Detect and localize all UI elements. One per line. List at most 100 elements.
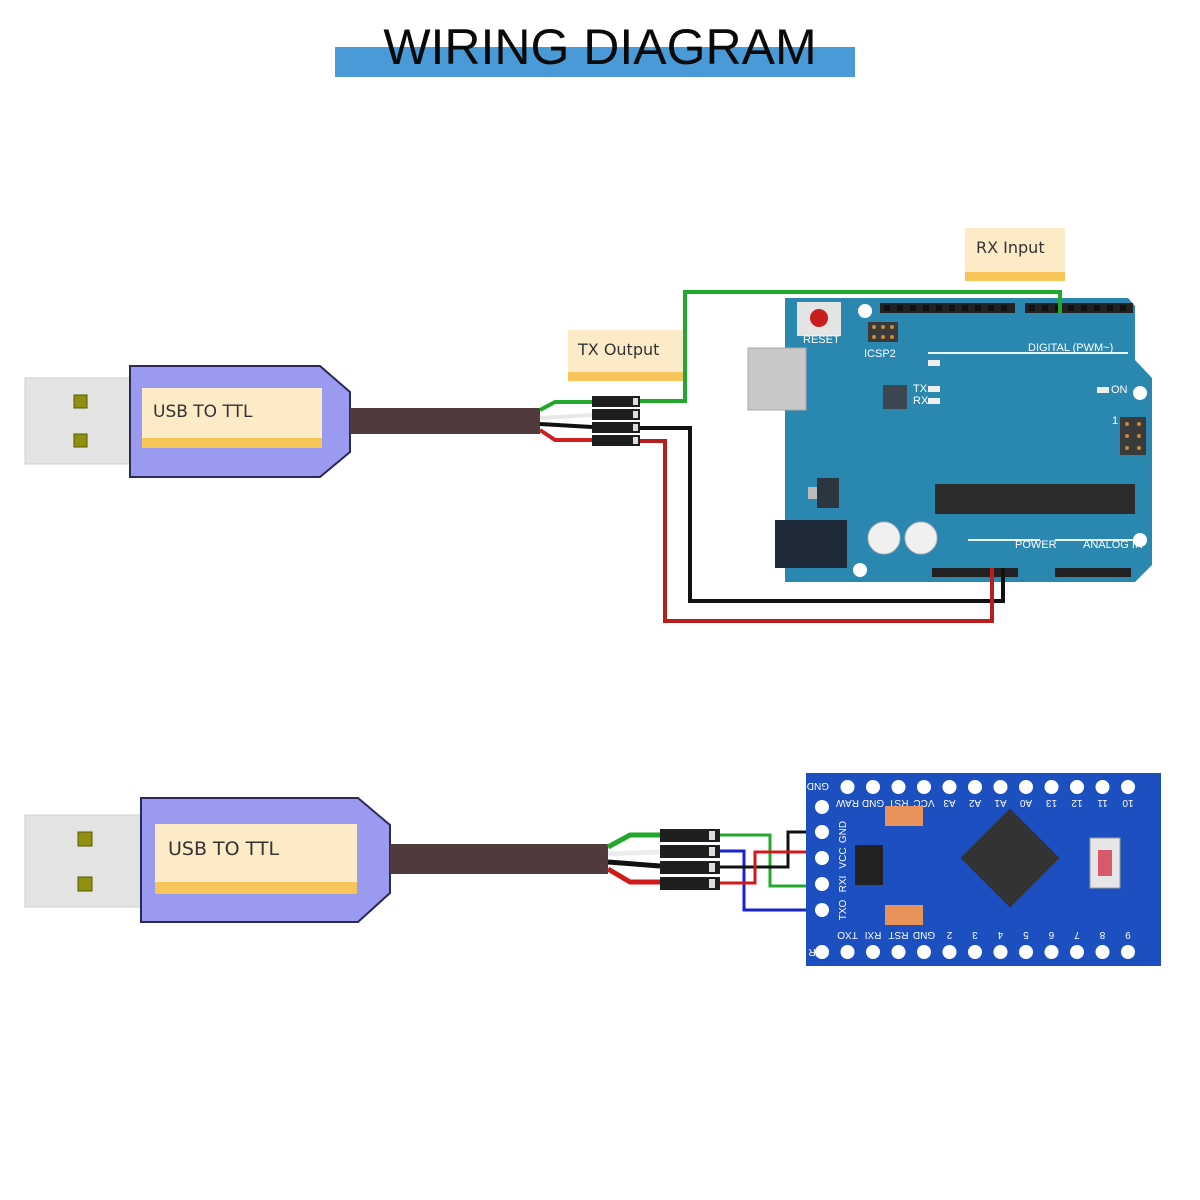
page-title: WIRING DIAGRAM	[383, 19, 817, 75]
pin-pad	[1121, 780, 1135, 794]
usb-plug-contact	[73, 433, 88, 448]
pin-pad	[942, 780, 957, 794]
pin-label: VCC	[913, 797, 934, 808]
pin-label: 3	[972, 929, 978, 940]
header-pin	[1042, 305, 1048, 311]
pin-label: 7	[1074, 929, 1080, 940]
adapter-label-stripe	[155, 882, 357, 894]
pin-pad	[815, 825, 829, 839]
capacitor	[885, 806, 923, 826]
title-underline-bar	[335, 47, 855, 77]
pin-label: GND	[862, 797, 884, 808]
callout-rx-label: RX Input	[976, 238, 1045, 257]
digital-header-right	[1025, 303, 1133, 313]
analog-header	[1055, 568, 1131, 577]
pin-pad	[1019, 945, 1033, 959]
reset-button	[810, 309, 828, 327]
usb-plug	[24, 814, 146, 908]
pin-label: 2	[946, 929, 952, 940]
header-pin	[897, 305, 903, 311]
pin-pad	[891, 945, 906, 959]
usb-plug	[24, 377, 134, 465]
on-led-label: ON	[1111, 384, 1128, 396]
pin-label: 13	[1046, 797, 1058, 808]
dupont-header-bottom	[660, 829, 720, 890]
header-pin	[1107, 305, 1113, 311]
mounting-hole	[853, 563, 867, 577]
wire-black-gnd	[640, 426, 1005, 603]
pin-label: DTR	[808, 946, 829, 957]
analog-label: ANALOG IN	[1083, 539, 1143, 551]
callout-tx-label: TX Output	[577, 340, 659, 359]
reset-switch-button	[1098, 850, 1112, 876]
usb-plug-contact	[77, 876, 93, 892]
mounting-hole	[1133, 386, 1147, 400]
wire-white-lead	[539, 413, 593, 420]
usb-plug-contact	[73, 394, 88, 409]
wire-blue-txo	[720, 849, 820, 912]
pin-pad	[917, 780, 931, 794]
pin-pad	[993, 780, 1008, 794]
mounting-hole	[858, 304, 872, 318]
pin-label: RXI	[838, 876, 849, 893]
pin-pad	[968, 780, 982, 794]
regulator	[855, 845, 883, 885]
digital-header-left	[880, 303, 1015, 313]
header-pin	[1029, 305, 1035, 311]
usb-cable	[350, 408, 540, 434]
header-pin	[936, 305, 942, 311]
pin-label: RST	[889, 929, 909, 940]
icsp-one-label: 1	[1112, 415, 1118, 427]
wire-red-5v	[640, 439, 994, 623]
usb-ttl-adapter-bottom: USB TO TTL	[24, 797, 608, 923]
led-tx	[928, 386, 940, 392]
header-pin	[1001, 305, 1007, 311]
pin-pad	[866, 945, 880, 959]
pin-pad	[815, 945, 829, 959]
adapter-label-stripe	[142, 438, 322, 448]
pin-label: GND	[807, 780, 829, 791]
arduino-uno-board: RESET ICSP2 DIGITAL (PWM~) TX RX	[747, 298, 1152, 582]
header-pin	[1094, 305, 1100, 311]
pin-pad	[815, 903, 829, 917]
pin-pad	[1044, 780, 1059, 794]
mcu-chip	[960, 808, 1060, 908]
pin-label: A3	[943, 797, 956, 808]
adapter-label: USB TO TTL	[153, 402, 253, 422]
usb-plug-contact	[77, 831, 93, 847]
dc-jack	[775, 520, 847, 568]
wire-red-vcc	[720, 850, 820, 885]
pin-label: 10	[1122, 797, 1134, 808]
led-l	[928, 360, 940, 366]
led-rx	[928, 398, 940, 404]
pin-label: A2	[968, 797, 981, 808]
usb-cable	[390, 844, 608, 874]
pin-pad	[840, 780, 855, 794]
pin-pad	[968, 945, 982, 959]
pin-label: TXO	[838, 900, 849, 921]
pin-label: 12	[1071, 797, 1083, 808]
tx-led-label: TX	[913, 383, 928, 395]
regulator-tab	[808, 487, 817, 499]
wire-red-lead	[538, 428, 592, 442]
header-pin	[949, 305, 955, 311]
wire-black-lead	[539, 422, 593, 429]
capacitor	[867, 521, 901, 555]
capacitor	[904, 521, 938, 555]
pin-label: GND	[838, 821, 849, 843]
icsp-header	[1120, 417, 1146, 455]
wire-red-lead	[606, 866, 660, 885]
capacitor	[885, 905, 923, 925]
wire-white-lead	[607, 849, 661, 857]
wire-green-lead	[539, 400, 592, 412]
pin-label: 9	[1125, 929, 1131, 940]
pin-label: RXI	[865, 929, 882, 940]
wire-green-rx	[640, 290, 1062, 403]
pin-pad	[891, 780, 906, 794]
pin-label: A0	[1019, 797, 1032, 808]
pin-label: 6	[1048, 929, 1054, 940]
header-pin	[1068, 305, 1074, 311]
header-pin	[1081, 305, 1087, 311]
header-pin	[884, 305, 890, 311]
